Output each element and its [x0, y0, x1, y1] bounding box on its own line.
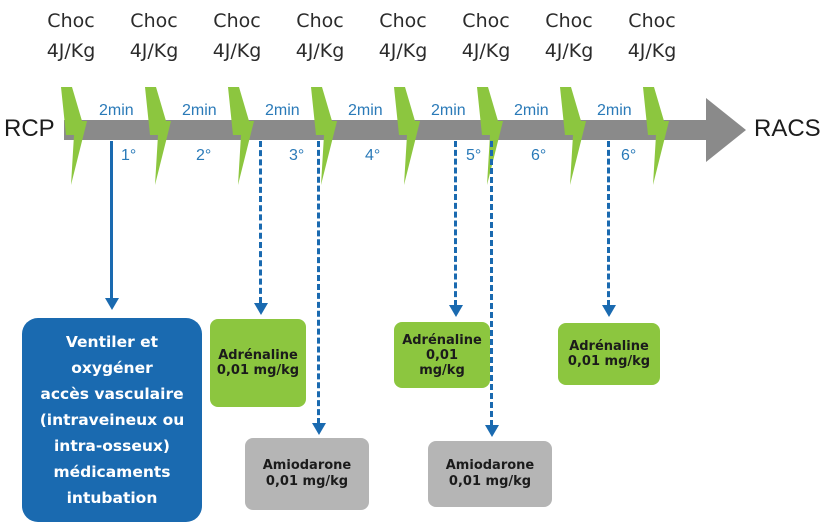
connector-arrowhead	[254, 303, 268, 315]
start-label: RCP	[4, 115, 55, 142]
cycle-label: 1°	[121, 147, 137, 164]
lightning-bolt-icon	[311, 87, 337, 185]
interval-label: 2min	[348, 102, 383, 119]
connector-arrowhead	[105, 298, 119, 310]
interval-label: 2min	[99, 102, 134, 119]
lightning-bolt-icons	[61, 87, 669, 185]
connector-arrowhead	[449, 305, 463, 317]
cycle-label: 3°	[289, 147, 305, 164]
lightning-bolt-icon	[560, 87, 586, 185]
cycle-label: 6°	[621, 147, 637, 164]
adrenaline-box: Adrénaline 0,01 mg/kg	[558, 323, 660, 385]
lightning-bolt-icon	[145, 87, 171, 185]
adrenaline-box: Adrénaline 0,01 mg/kg	[210, 319, 306, 407]
adrenaline-box: Adrénaline 0,01 mg/kg	[394, 322, 490, 388]
connector-line	[317, 141, 320, 424]
lightning-bolt-icon	[61, 87, 87, 185]
lightning-bolt-icon	[643, 87, 669, 185]
cycle-label: 5°	[466, 147, 482, 164]
connector-line	[490, 141, 493, 426]
cycle-label: 6°	[531, 147, 547, 164]
interval-label: 2min	[265, 102, 300, 119]
lightning-bolt-icon	[477, 87, 503, 185]
connector-line	[607, 141, 610, 306]
interval-label: 2min	[514, 102, 549, 119]
lightning-bolt-icon	[394, 87, 420, 185]
connector-line	[454, 141, 457, 306]
cycle-label: 2°	[196, 147, 212, 164]
connector-arrowhead	[602, 305, 616, 317]
amiodarone-box: Amiodarone 0,01 mg/kg	[245, 438, 369, 510]
ventilation-box: Ventiler et oxygéner accès vasculaire (i…	[22, 318, 202, 522]
amiodarone-box: Amiodarone 0,01 mg/kg	[428, 441, 552, 507]
lightning-bolt-icon	[228, 87, 254, 185]
connector-line	[110, 141, 113, 301]
interval-label: 2min	[182, 102, 217, 119]
connector-arrowhead	[312, 423, 326, 435]
cycle-label: 4°	[365, 147, 381, 164]
interval-label: 2min	[597, 102, 632, 119]
connector-arrowhead	[485, 425, 499, 437]
interval-label: 2min	[431, 102, 466, 119]
end-label: RACS	[754, 115, 821, 142]
connector-line	[259, 141, 262, 303]
